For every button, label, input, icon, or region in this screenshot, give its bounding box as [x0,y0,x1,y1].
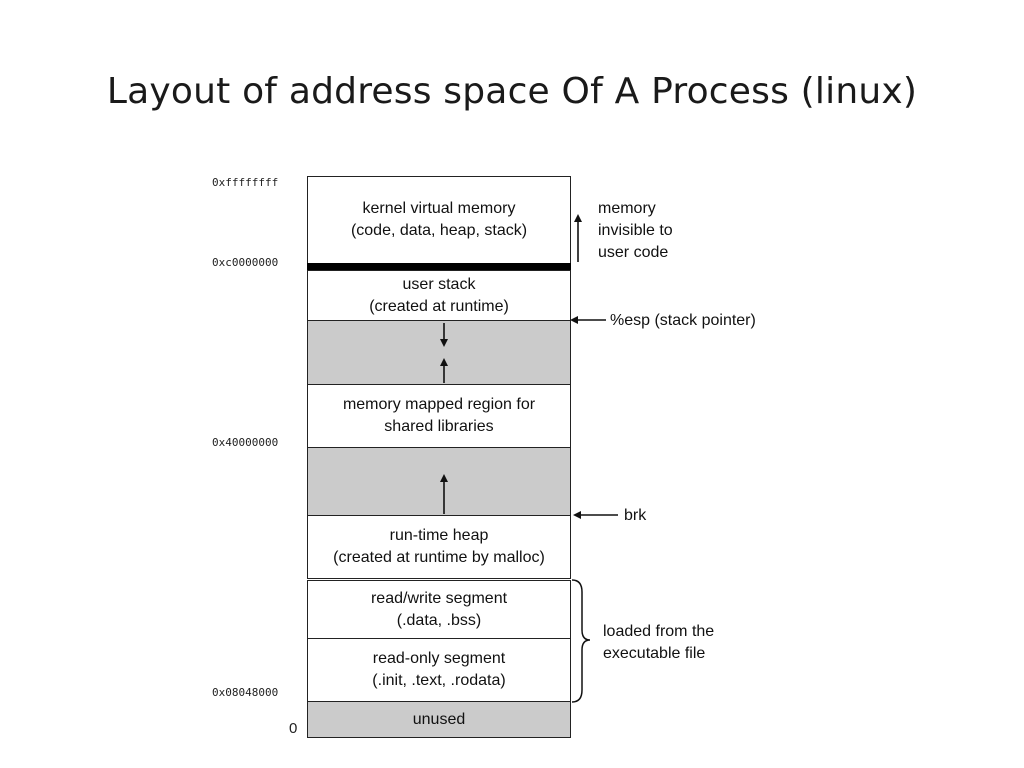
segment-stack-gap [307,320,571,385]
segment-label: run-time heap [389,527,489,544]
address-label-top: 0xffffffff [212,176,279,189]
segment-label: unused [412,710,466,728]
loaded-note-line: loaded from the [603,623,715,640]
segment-sublabel: (.init, .text, .rodata) [372,672,506,689]
segment-sublabel: shared libraries [384,418,494,435]
kernel-note-line: invisible to [598,222,673,239]
brk-label: brk [624,507,647,524]
segment-memory-mapped-region: memory mapped region for shared librarie… [307,384,571,448]
segment-label: user stack [402,275,476,293]
address-label-kernel-base: 0xc0000000 [212,256,279,269]
esp-label: %esp (stack pointer) [610,312,756,329]
segment-read-write: read/write segment (.data, .bss) [307,580,571,639]
address-label-zero: 0 [289,720,298,737]
kernel-note-line: user code [598,244,669,261]
segment-label: read-only segment [372,650,506,667]
segment-sublabel: (created at runtime) [369,297,509,315]
kernel-user-divider [307,263,571,270]
kernel-note-line: memory [598,200,656,217]
segment-sublabel: (.data, .bss) [396,611,482,629]
address-label-mmap-base: 0x40000000 [212,436,279,449]
page-title: Layout of address space Of A Process (li… [106,71,918,112]
segment-read-only: read-only segment (.init, .text, .rodata… [307,638,571,702]
loaded-note: loaded from the executable file [603,621,714,665]
segment-label: memory mapped region for [342,396,536,413]
segment-label: read/write segment [370,589,508,607]
segment-unused: unused [307,701,571,738]
kernel-note: memory invisible to user code [598,198,673,264]
segment-run-time-heap: run-time heap (created at runtime by mal… [307,515,571,579]
segment-user-stack: user stack (created at runtime) [307,270,571,321]
segment-heap-gap [307,447,571,516]
loaded-note-line: executable file [603,645,706,662]
segment-sublabel: (created at runtime by malloc) [333,549,545,566]
segment-kernel-virtual-memory: kernel virtual memory (code, data, heap,… [307,176,571,264]
address-label-exe-base: 0x08048000 [212,686,279,699]
segment-sublabel: (code, data, heap, stack) [350,222,528,239]
executable-brace [571,579,591,703]
segment-label: kernel virtual memory [362,200,516,217]
